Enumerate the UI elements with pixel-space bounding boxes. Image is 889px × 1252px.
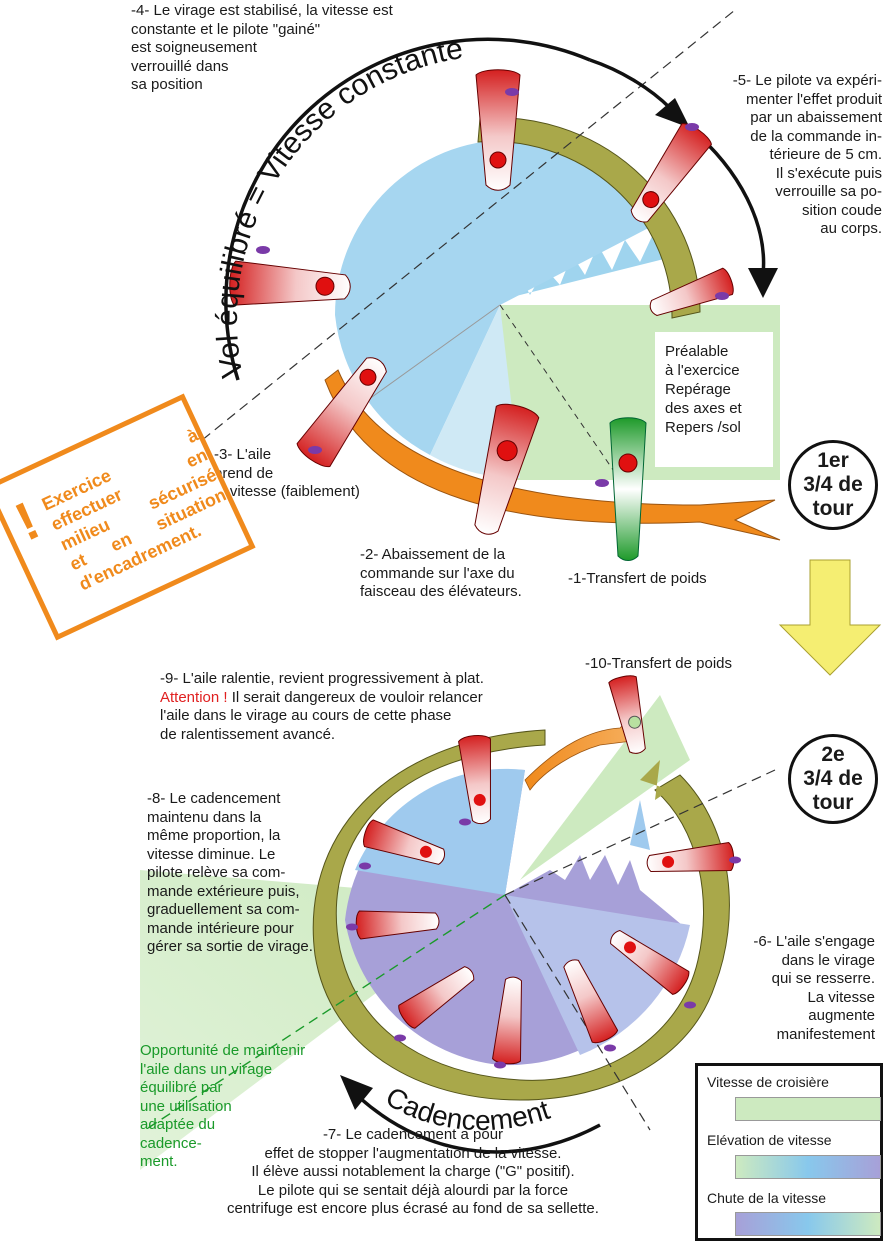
wing-top-1 (475, 69, 521, 191)
legend: Vitesse de croisière Elévation de vitess… (695, 1063, 883, 1241)
wing-low-8 (646, 842, 735, 872)
step-1: -1-Transfert de poids (568, 570, 707, 587)
step-8: -8- Le cadencement maintenu dans la même… (147, 790, 313, 955)
legend-elevation-label: Elévation de vitesse (707, 1132, 832, 1148)
wing-low-7 (610, 929, 690, 995)
attention-label: Attention ! (160, 688, 228, 706)
wing-low-5 (492, 976, 522, 1065)
orange-trail-top (324, 369, 781, 541)
step-2: -2- Abaissement de la commande sur l'axe… (360, 546, 522, 600)
speed-pie-top (500, 230, 680, 300)
down-arrow (778, 559, 882, 676)
legend-chute-label: Chute de la vitesse (707, 1190, 827, 1206)
step-4: -4- Le virage est stabilisé, la vitesse … (131, 2, 393, 93)
legend-elevation-swatch (735, 1155, 881, 1179)
cadencement-arrow (358, 1096, 601, 1154)
tour-2-badge: 2e 3/4 de tour (788, 734, 878, 824)
wing-low-2 (363, 819, 446, 865)
step-9: -9- L'aile ralentie, revient progressive… (160, 670, 484, 743)
step-6: -6- L'aile s'engage dans le virage qui s… (753, 933, 875, 1043)
legend-croisiere-label: Vitesse de croisière (707, 1074, 829, 1090)
step-3: -3- L'aile prend de la vitesse (faibleme… (214, 446, 360, 500)
wing-low-3 (355, 910, 440, 940)
step-10: -10-Transfert de poids (585, 655, 733, 672)
legend-croisiere-swatch (735, 1097, 881, 1121)
wing-low-6 (563, 959, 619, 1044)
speed-pie-top-main (334, 139, 660, 455)
wing-top-4 (296, 357, 387, 468)
wing-top-7 (649, 267, 734, 317)
cruise-beam-upper-right (520, 695, 690, 880)
wing-top-3 (229, 260, 351, 306)
wing-low-9 (608, 675, 646, 754)
step-5: -5- Le pilote va expéri- menter l'effet … (732, 72, 882, 237)
wing-low-4 (398, 966, 475, 1029)
step-7: -7- Le cadencement a pour effet de stopp… (227, 1126, 599, 1217)
prealable-box: Préalable à l'exercice Repérage des axes… (655, 332, 773, 467)
opportunite-note: Opportunité de maintenir l'aile dans un … (140, 1042, 306, 1170)
tour-1-badge: 1er 3/4 de tour (788, 440, 878, 530)
olive-ring-lower (312, 729, 730, 1101)
legend-chute-swatch (735, 1212, 881, 1236)
vol-arrow (224, 37, 591, 381)
wing-top-6 (609, 417, 647, 561)
wing-low-1 (458, 735, 491, 825)
wing-top-5 (474, 403, 540, 535)
